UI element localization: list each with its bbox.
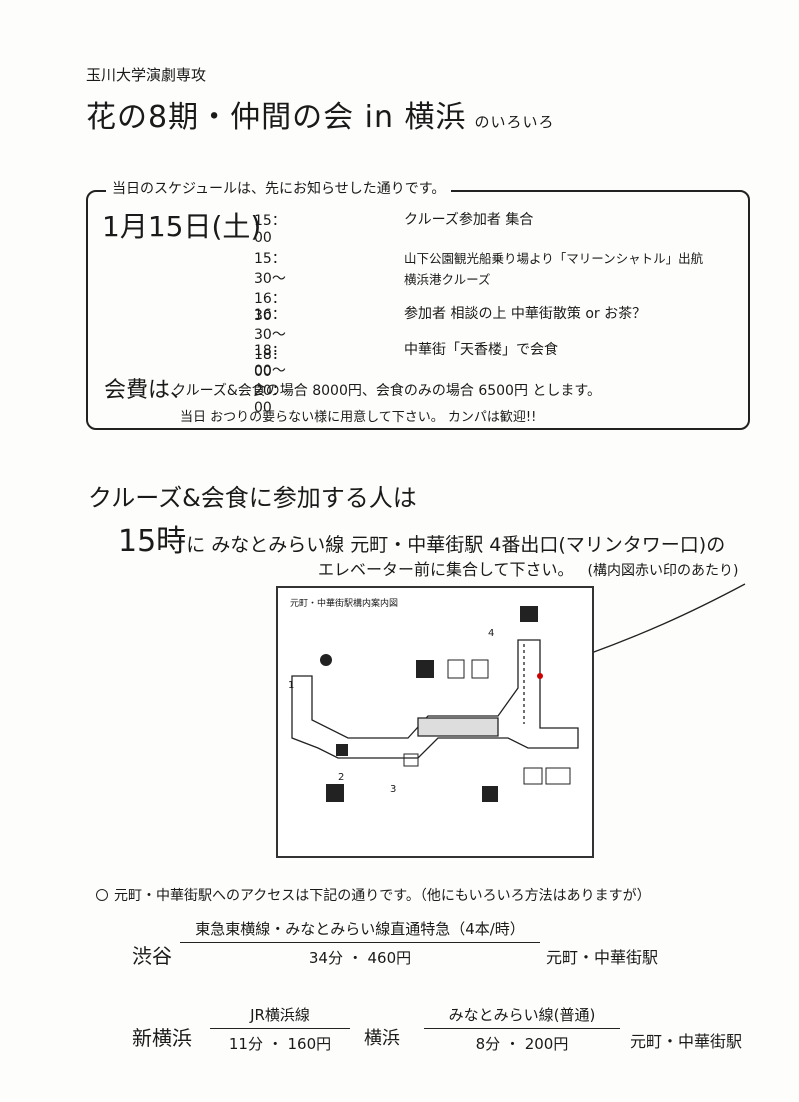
schedule-desc: 参加者 相談の上 中華街散策 or お茶？	[404, 306, 647, 322]
event-date: 1月15日(土)	[102, 210, 262, 243]
schedule-time: 15：30～16：30	[254, 251, 286, 324]
map-drawing	[291, 606, 579, 802]
bullet-icon	[96, 889, 108, 901]
exit-label: 2	[338, 772, 345, 783]
map-note: (構内図赤い印のあたり)	[587, 563, 739, 579]
schedule-desc: 山下公園観光船乗り場より「マリーンシャトル」出航横浜港クルーズ	[404, 251, 704, 287]
route2-segment-2: みなとみらい線(普通) 8分 ・ 200円	[424, 1004, 620, 1054]
schedule-caption: 当日のスケジュールは、先にお知らせした通りです。	[106, 178, 452, 198]
club-name: 玉川大学演劇専攻	[86, 66, 207, 84]
route2-to: 元町・中華街駅	[630, 1032, 743, 1051]
schedule-time: 15：00	[254, 213, 286, 246]
fee-text: クルーズ&会食の場合 8000円、会食のみの場合 6500円 とします。	[172, 383, 602, 399]
meeting-heading: クルーズ&会食に参加する人は	[88, 484, 417, 512]
title-main: 花の8期・仲間の会 in 横浜	[86, 100, 467, 135]
meeting-time: 15時	[118, 524, 187, 559]
route2-detail-1: 11分 ・ 160円	[228, 1035, 332, 1053]
route1-segment: 東急東横線・みなとみらい線直通特急（4本/時） 34分 ・ 460円	[180, 918, 540, 968]
map-title: 元町・中華街駅構内案内図	[290, 599, 399, 609]
meeting-line-1: 15時に みなとみらい線 元町・中華街駅 4番出口(マリンタワー口)の	[118, 516, 725, 560]
route2-mid: 横浜	[364, 1028, 400, 1049]
route2-detail-2: 8分 ・ 200円	[475, 1035, 569, 1053]
station-map: 元町・中華街駅構内案内図 1 2 3 4	[276, 586, 594, 858]
route1-line: 東急東横線・みなとみらい線直通特急（4本/時）	[180, 918, 540, 943]
route2-from: 新横浜	[132, 1026, 192, 1050]
exit-label: 4	[488, 628, 495, 639]
fee-note: 当日 おつりの要らない様に用意して下さい。 カンパは歓迎!!	[180, 410, 537, 425]
meeting-place: に みなとみらい線 元町・中華街駅 4番出口(マリンタワー口)の	[186, 534, 726, 556]
page-title: 花の8期・仲間の会 in 横浜のいろいろ	[86, 92, 555, 136]
route2-segment-1: JR横浜線 11分 ・ 160円	[210, 1004, 350, 1054]
exit-label: 3	[390, 784, 397, 795]
fee-label: 会費は、	[104, 378, 193, 403]
route1-from: 渋谷	[132, 944, 172, 968]
schedule-desc: 中華街「天香楼」で会食	[404, 342, 558, 358]
route2-line-1: JR横浜線	[210, 1004, 350, 1029]
meeting-line-2: エレベーター前に集合して下さい。 (構内図赤い印のあたり)	[318, 556, 738, 580]
schedule-time: 16：30～18：00	[254, 307, 286, 380]
route1-detail: 34分 ・ 460円	[308, 949, 412, 967]
meeting-instruction: エレベーター前に集合して下さい。	[318, 560, 574, 579]
route1-to: 元町・中華街駅	[546, 948, 659, 967]
schedule-desc: クルーズ参加者 集合	[404, 212, 534, 228]
schedule-time: 18：00～20：00	[254, 343, 286, 416]
route2-line-2: みなとみらい線(普通)	[424, 1004, 620, 1029]
access-heading: 元町・中華街駅へのアクセスは下記の通りです。（他にもいろいろ方法はありますが）	[96, 885, 651, 905]
exit-label: 1	[288, 680, 295, 691]
title-sub: のいろいろ	[474, 113, 555, 131]
